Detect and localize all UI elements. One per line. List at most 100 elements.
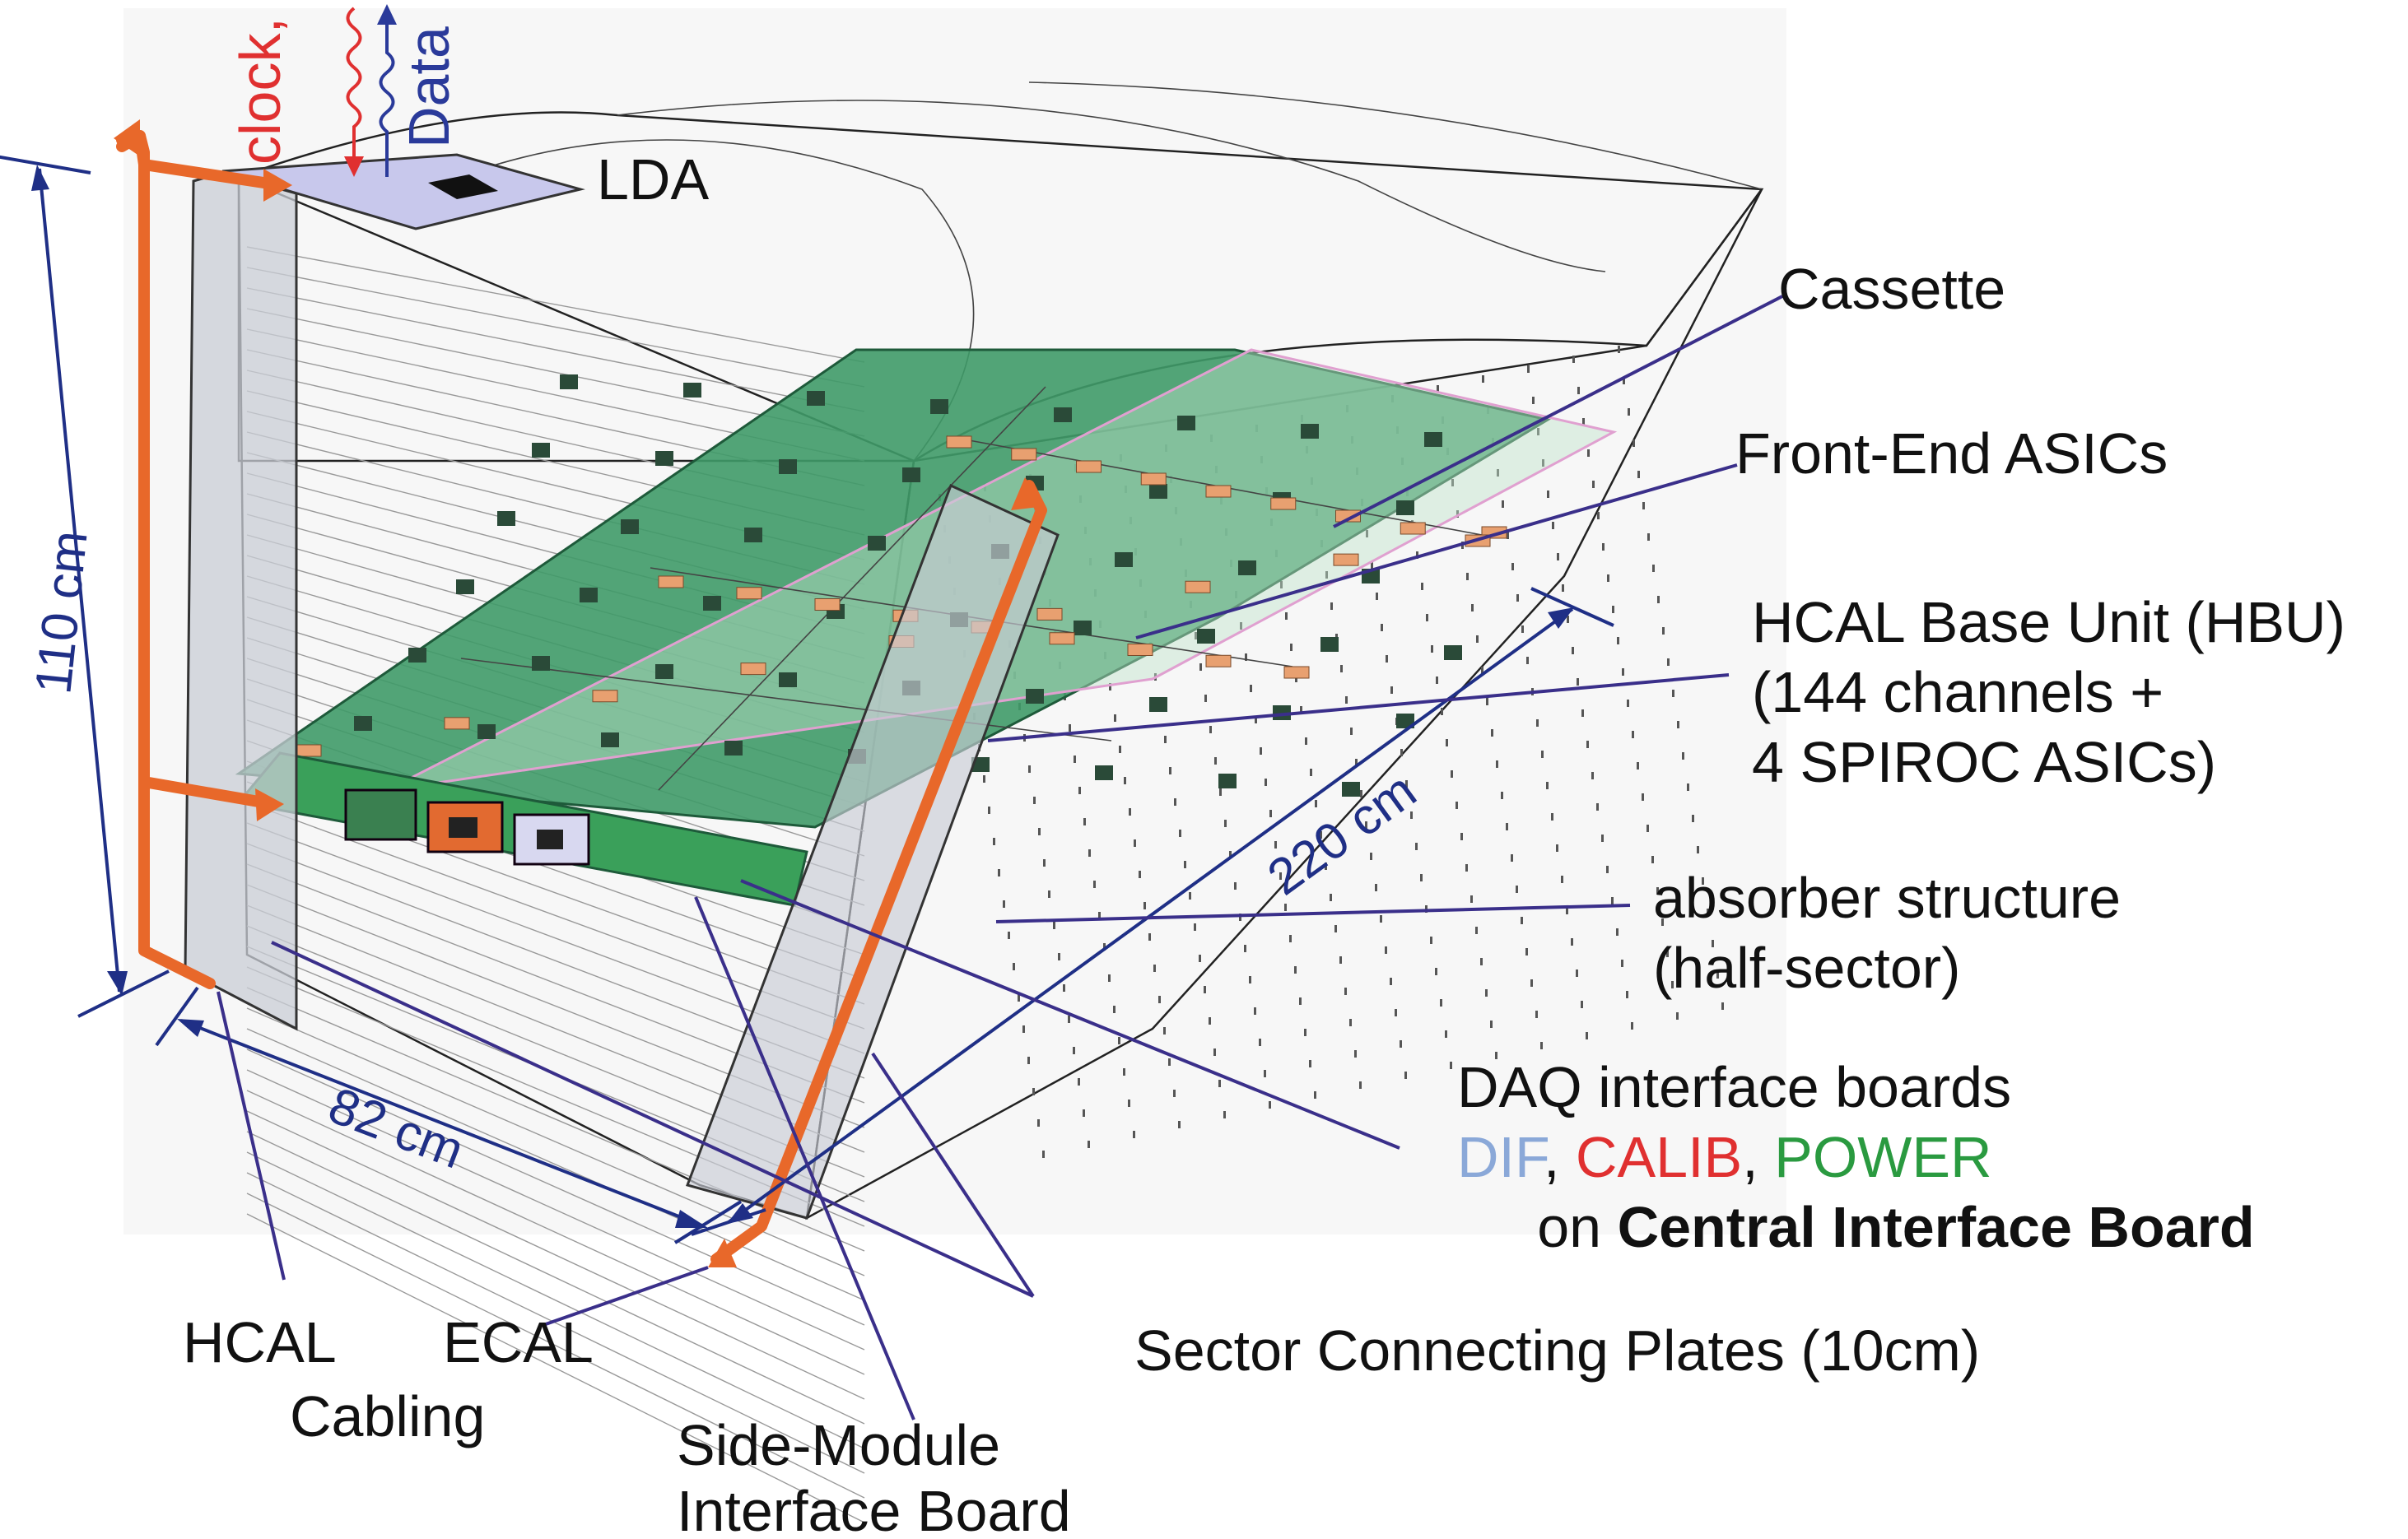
asic-chip	[902, 467, 920, 482]
absorber-dot	[1038, 828, 1041, 835]
absorber-dot	[1611, 897, 1614, 904]
asic-chip	[621, 519, 639, 534]
absorber-dot	[1618, 346, 1620, 353]
absorber-dot	[1340, 665, 1343, 672]
absorber-dot	[1561, 876, 1563, 883]
absorber-dot	[1375, 884, 1377, 891]
absorber-dot	[1037, 1119, 1040, 1127]
absorber-dot	[1716, 971, 1719, 979]
absorber-layer-line	[246, 1172, 865, 1474]
absorber-dot	[1637, 471, 1640, 478]
absorber-layer-line	[246, 1151, 865, 1449]
shell-arc-2	[617, 100, 1606, 272]
absorber-dot	[1359, 1081, 1362, 1089]
absorber-dot	[1631, 1022, 1633, 1030]
sector-plates-label: Sector Connecting Plates (10cm)	[1134, 1318, 1980, 1383]
board-connector	[1400, 522, 1426, 535]
absorber-dot	[1366, 530, 1368, 537]
asic-chip	[532, 443, 550, 458]
absorber-dot	[1532, 397, 1535, 404]
cable-arrow-head-2	[255, 788, 284, 821]
absorber-dot	[1480, 958, 1483, 965]
cib-prefix-text: on	[1537, 1195, 1617, 1259]
absorber-dot	[1260, 747, 1262, 755]
asic-chip	[580, 588, 598, 602]
absorber-dot	[1018, 994, 1020, 1002]
absorber-dot	[1309, 1060, 1311, 1067]
absorber-dot	[1460, 833, 1463, 840]
absorber-dot	[1250, 685, 1252, 692]
hbu-label-line-3: 4 SPIROC ASICs)	[1752, 730, 2216, 794]
absorber-dot	[1114, 714, 1116, 722]
left-connecting-plate	[184, 171, 298, 1031]
absorber-dot	[1535, 1011, 1538, 1018]
asic-chip	[1396, 500, 1414, 515]
hcal-pointer	[217, 991, 286, 1281]
daq-pointer	[740, 879, 1400, 1150]
absorber-dot	[1285, 612, 1288, 620]
absorber-dot	[1244, 945, 1246, 952]
absorber-dot	[1662, 627, 1665, 635]
absorber-layer-line	[246, 1028, 865, 1301]
absorber-dot	[1476, 635, 1479, 643]
absorber-dot	[1667, 658, 1670, 666]
absorber-dot	[1482, 375, 1484, 383]
absorber-dot	[1123, 1068, 1125, 1076]
absorber-layer-line	[246, 287, 865, 412]
absorber-dot	[1168, 1058, 1171, 1066]
absorber-dot	[1033, 797, 1036, 804]
absorber-dot	[1496, 760, 1498, 768]
absorber-dot	[1410, 811, 1413, 819]
absorber-dot	[1621, 960, 1623, 967]
absorber-dot	[1259, 1039, 1261, 1046]
absorber-dot	[1404, 1072, 1407, 1079]
asic-chip	[807, 391, 825, 406]
absorber-dot	[1354, 1050, 1357, 1058]
absorber-dot	[1224, 820, 1227, 827]
board-connector	[1076, 460, 1102, 473]
absorber-dot	[1446, 739, 1448, 746]
daq-label-line-3: on Central Interface Board	[1457, 1195, 2303, 1259]
cabling-label: Cabling	[290, 1384, 485, 1448]
absorber-dot	[1254, 1007, 1256, 1015]
absorber-dot	[1349, 1019, 1352, 1026]
absorber-pointer	[995, 904, 1631, 923]
absorber-dot	[1511, 854, 1513, 862]
clock-control-label: clock, control	[228, 0, 292, 165]
absorber-dot	[1607, 574, 1609, 582]
absorber-dot	[1577, 678, 1579, 686]
absorber-dot	[1083, 818, 1086, 825]
absorber-dot	[993, 838, 995, 845]
absorber-dot	[1497, 469, 1499, 477]
asic-chip	[703, 596, 721, 611]
absorber-dot	[1381, 624, 1383, 631]
absorber-dot	[1652, 565, 1655, 572]
absorber-dot	[1043, 859, 1046, 867]
absorber-dot	[1158, 996, 1161, 1003]
absorber-dot	[1042, 1151, 1045, 1158]
absorber-dot	[1521, 917, 1523, 924]
absorber-dot	[1682, 752, 1684, 760]
absorber-dot	[1229, 851, 1232, 858]
cassette-label: Cassette	[1778, 257, 2005, 321]
absorber-dot	[1666, 950, 1669, 957]
board-connector	[444, 717, 470, 730]
asic-chip	[560, 374, 578, 389]
absorber-dot	[1386, 655, 1388, 663]
absorber-layer-line	[246, 1048, 865, 1326]
absorber-dot	[1345, 696, 1348, 704]
power-text: POWER	[1774, 1125, 1991, 1189]
absorber-dot	[1540, 1042, 1543, 1049]
height-dimension-line	[38, 168, 121, 993]
absorber-dot	[1330, 894, 1332, 901]
absorber-dot	[1194, 923, 1196, 931]
absorber-dot	[1562, 584, 1564, 592]
front-end-asics-label: Front-End ASICs	[1735, 421, 2168, 486]
absorber-dot	[1471, 604, 1474, 611]
board-connector	[946, 435, 972, 449]
absorber-dot	[1124, 777, 1126, 784]
board-connector	[1011, 448, 1037, 461]
hbu-seam-3	[460, 658, 1112, 742]
absorber-dot	[1390, 978, 1392, 985]
